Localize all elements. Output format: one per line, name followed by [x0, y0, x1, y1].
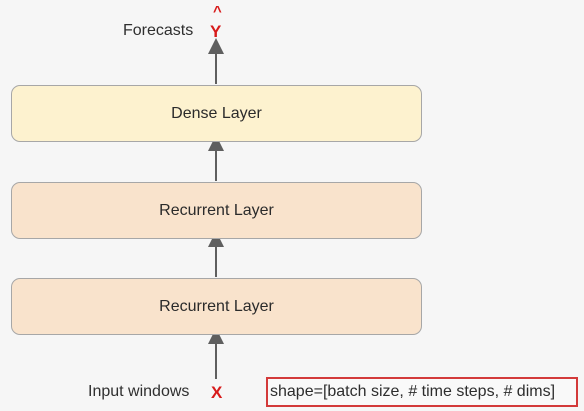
- forecasts-label: Forecasts: [123, 22, 194, 39]
- recurrent-layer-bottom-box: Recurrent Layer: [11, 278, 422, 335]
- output-y-symbol: Y: [210, 22, 222, 41]
- recurrent-layer-top-box: Recurrent Layer: [11, 182, 422, 239]
- input-shape-text: shape=[batch size, # time steps, # dims]: [270, 383, 556, 400]
- dense-layer-label: Dense Layer: [171, 104, 262, 122]
- recurrent-layer-top-label: Recurrent Layer: [159, 201, 274, 219]
- recurrent-layer-bottom-label: Recurrent Layer: [159, 297, 274, 315]
- input-shape-box: shape=[batch size, # time steps, # dims]: [266, 377, 578, 407]
- output-hat-symbol: ^: [213, 3, 222, 20]
- input-x-symbol: X: [211, 383, 223, 402]
- dense-layer-box: Dense Layer: [11, 85, 422, 142]
- input-windows-label: Input windows: [88, 383, 190, 400]
